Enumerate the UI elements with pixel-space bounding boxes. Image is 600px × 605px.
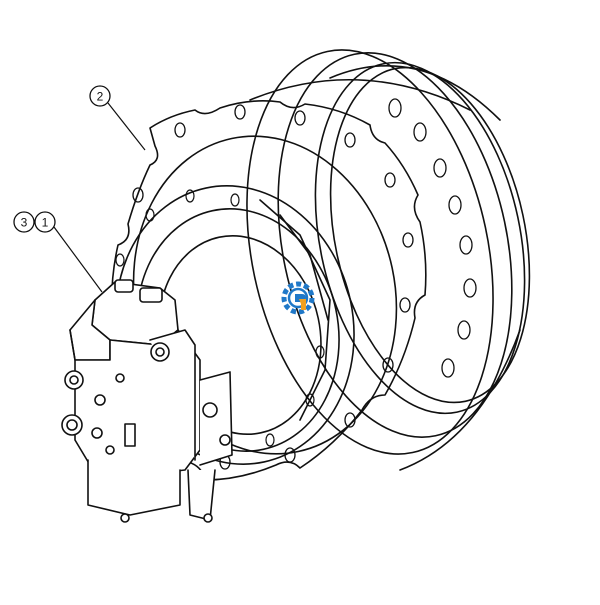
callout-1: 1 xyxy=(34,211,56,233)
callout-2-label: 2 xyxy=(97,90,104,104)
gear-logo-icon xyxy=(281,281,315,315)
leader-lines xyxy=(53,102,146,293)
callout-2: 2 xyxy=(89,85,111,107)
callout-3-label: 3 xyxy=(21,216,28,230)
callout-3: 3 xyxy=(13,211,35,233)
drum-bolts xyxy=(388,98,477,378)
hub-bolt-holes xyxy=(115,189,325,447)
hydraulic-motor-block xyxy=(61,279,233,523)
callout-1-label: 1 xyxy=(42,216,49,230)
drum-housing xyxy=(246,49,531,471)
